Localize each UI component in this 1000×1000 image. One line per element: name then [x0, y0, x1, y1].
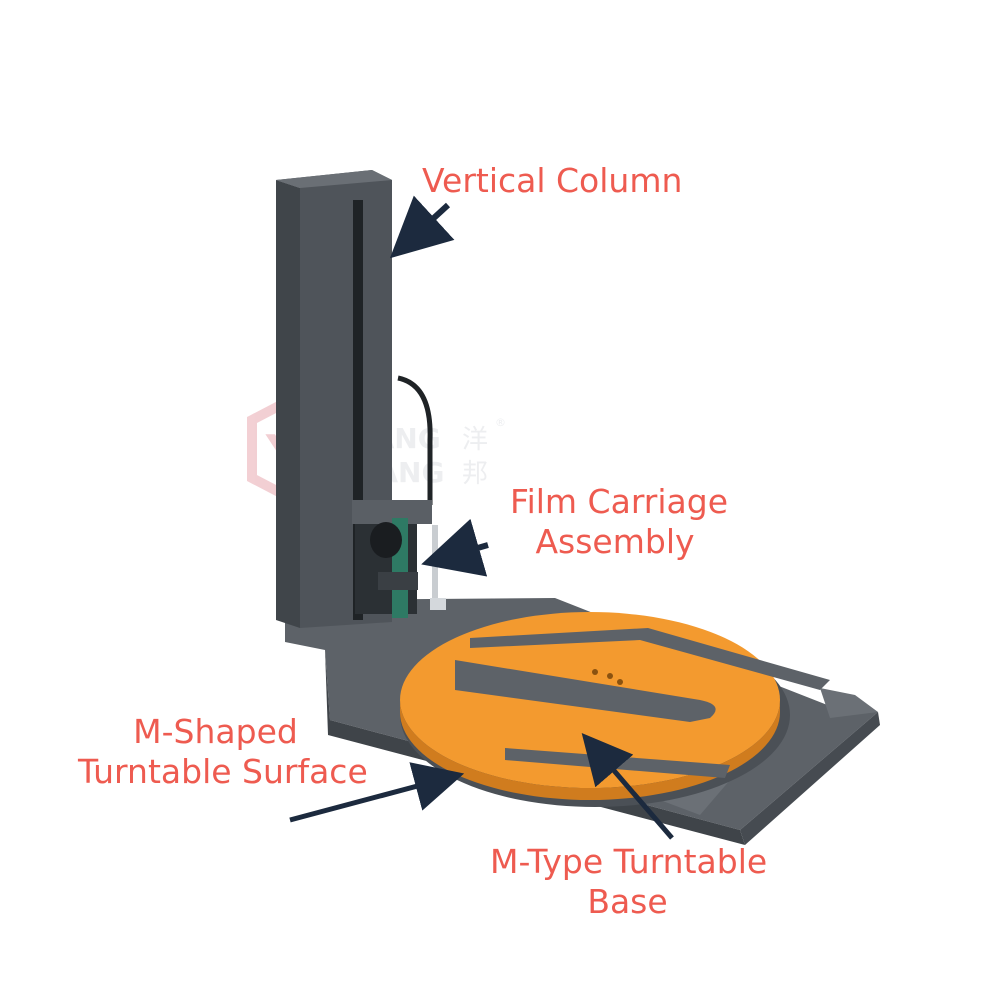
arrow-vertical-column: [389, 195, 455, 259]
arrow-m-type-base: [581, 733, 674, 840]
label-m-shaped: M-Shaped Turntable Surface: [78, 712, 368, 791]
label-film-carriage-line2: Assembly: [535, 521, 695, 561]
film-carriage-body: [352, 500, 446, 618]
label-m-shaped-line1: M-Shaped: [133, 712, 298, 751]
svg-text:邦: 邦: [462, 459, 488, 489]
svg-text:洋: 洋: [462, 425, 488, 455]
label-film-carriage: Film Carriage Assembly: [510, 482, 729, 561]
svg-text:®: ®: [495, 416, 506, 429]
label-m-type-base-line1: M-Type Turntable: [490, 842, 768, 881]
label-m-shaped-line2: Turntable Surface: [78, 751, 368, 791]
label-m-type-base-line2: Base: [587, 881, 668, 921]
arrow-m-shaped: [289, 762, 465, 823]
label-film-carriage-line1: Film Carriage: [510, 482, 729, 521]
label-vertical-column-text: Vertical Column: [422, 161, 683, 200]
label-vertical-column: Vertical Column: [422, 161, 682, 201]
arrow-film-carriage: [421, 518, 489, 577]
label-m-type-base: M-Type Turntable Base: [490, 842, 768, 921]
turntable: [400, 612, 830, 807]
